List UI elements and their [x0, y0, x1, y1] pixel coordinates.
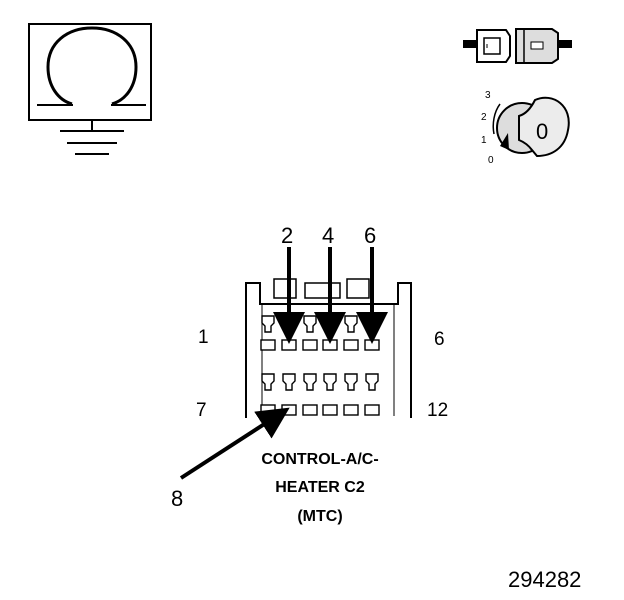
terminal-lock	[365, 373, 379, 391]
pin-cavity-8	[281, 404, 297, 416]
terminal-lock	[282, 373, 296, 391]
pin-cavity-7	[260, 404, 276, 416]
terminal-lock	[303, 315, 317, 333]
connector-caption-line1: CONTROL-A/C-	[261, 451, 378, 468]
pin-cavity-1	[260, 339, 276, 351]
pin-arrow-6-label: 6	[364, 223, 376, 248]
pin-cavity-5	[343, 339, 359, 351]
connector-caption-line2: HEATER C2	[275, 479, 365, 496]
connector-disconnect-icon	[463, 28, 572, 64]
terminal-lock	[261, 373, 275, 391]
ignition-pos-2: 2	[481, 112, 487, 123]
pin-arrow-2: 2	[273, 223, 305, 344]
pin-arrow-8-label: 8	[171, 486, 183, 511]
pin-label-1: 1	[198, 327, 209, 348]
pin-cavity-2	[281, 339, 297, 351]
pin-cavity-12	[364, 404, 380, 416]
pin-label-12: 12	[427, 400, 448, 421]
pin-cavity-9	[302, 404, 318, 416]
pin-arrow-4-label: 4	[322, 223, 334, 248]
pin-arrow-2-label: 2	[281, 223, 293, 248]
ignition-key-icon: 3 2 1 0 0	[481, 90, 570, 166]
terminal-lock	[323, 373, 337, 391]
connector-caption-line3: (MTC)	[297, 508, 342, 525]
terminal-lock	[303, 373, 317, 391]
pin-label-7: 7	[196, 400, 207, 421]
pin-label-6: 6	[434, 329, 445, 350]
ignition-pos-3: 3	[485, 90, 491, 101]
terminal-lock	[344, 373, 358, 391]
pin-cavity-3	[302, 339, 318, 351]
connector-cavities	[260, 315, 380, 416]
key-label: 0	[536, 119, 548, 144]
ignition-pos-1: 1	[481, 135, 487, 146]
pin-cavity-11	[343, 404, 359, 416]
terminal-lock	[344, 315, 358, 333]
figure-number: 294282	[508, 567, 581, 592]
pin-cavity-10	[322, 404, 338, 416]
ignition-pos-0: 0	[488, 155, 494, 166]
terminal-lock	[261, 315, 275, 333]
pin-arrow-4: 4	[314, 223, 346, 344]
pin-arrow-6: 6	[356, 223, 388, 344]
pin-cavity-4	[322, 339, 338, 351]
pin-arrow-8: 8	[171, 407, 290, 511]
ohmmeter-ground-icon	[28, 23, 152, 155]
pin-cavity-6	[364, 339, 380, 351]
